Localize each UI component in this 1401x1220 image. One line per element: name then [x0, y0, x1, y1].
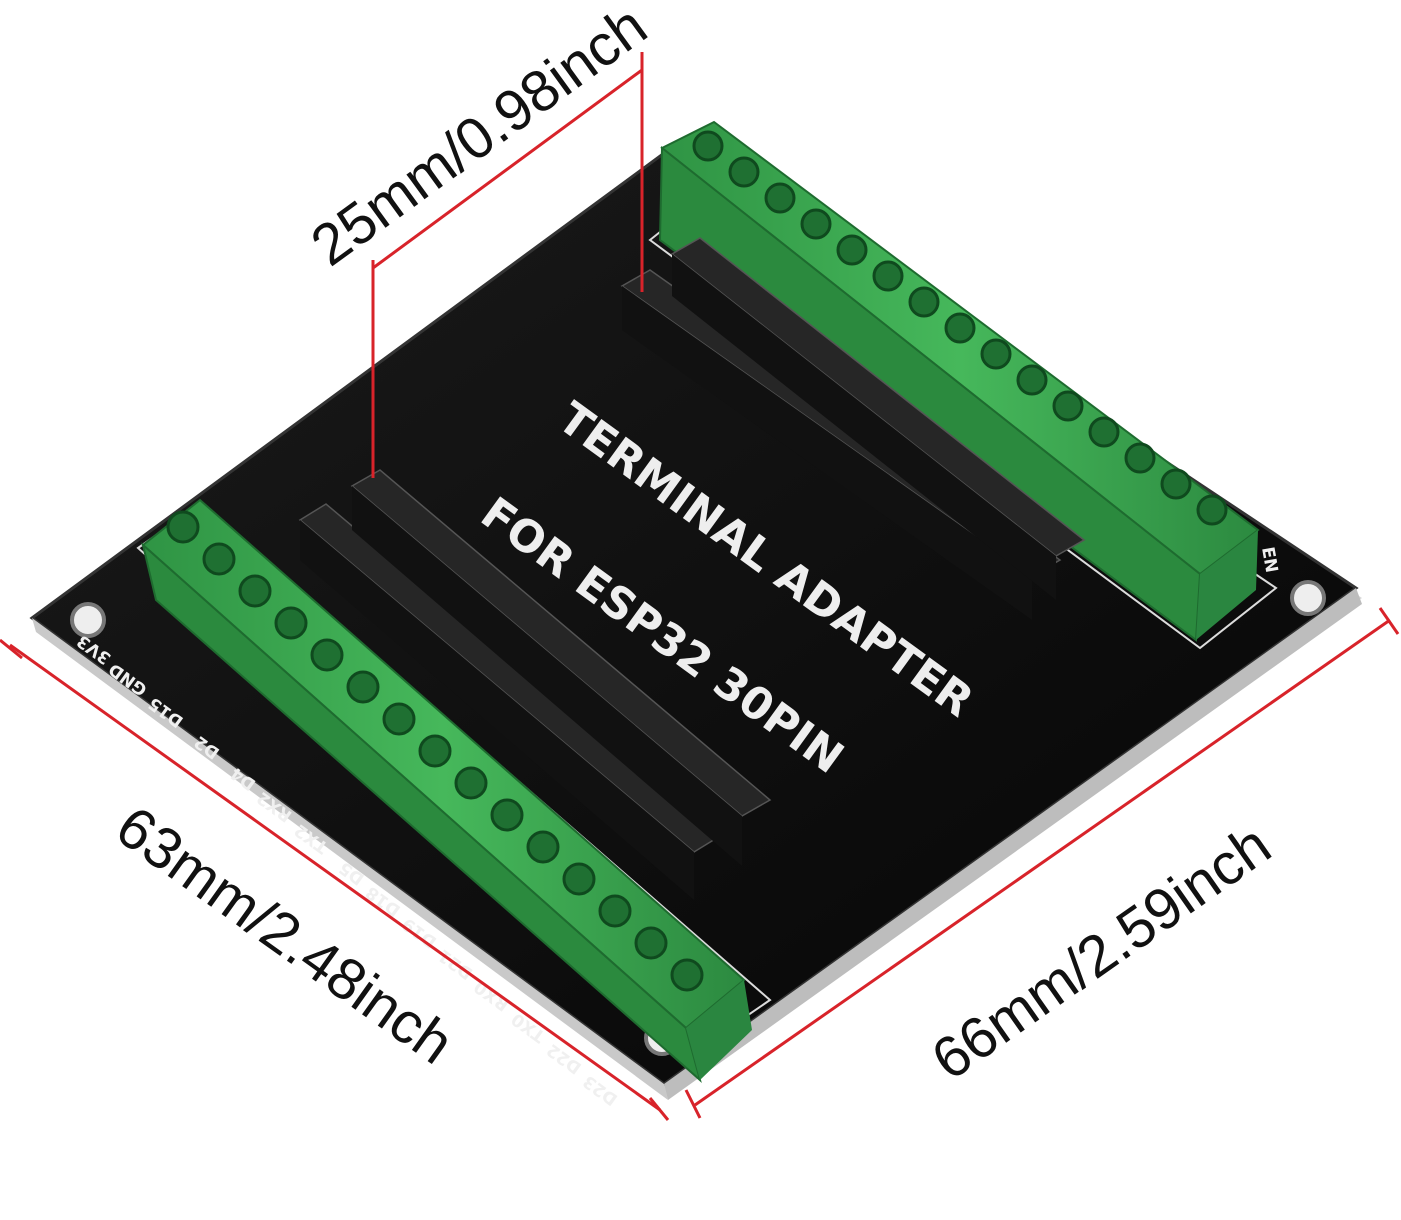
dim-top-line [372, 68, 643, 270]
dim-right-line [694, 618, 1391, 1107]
dim-left-tick-b [648, 1097, 670, 1121]
dim-right-tick-a [684, 1089, 702, 1119]
dim-left-tick-a [0, 638, 23, 660]
mounting-hole [1290, 580, 1326, 616]
pin-label: D22 [543, 1039, 585, 1077]
pin-label: RX0 [470, 976, 513, 1015]
screw-row-left [166, 510, 704, 992]
screw-row-right [692, 130, 1228, 526]
right-pin-headers [620, 237, 1086, 620]
dim-right-tick-b [1378, 607, 1400, 635]
right-terminal-block [658, 120, 1260, 642]
left-terminal-block [141, 498, 752, 1083]
dim-left-line [9, 643, 661, 1112]
left-pin-headers [298, 469, 772, 900]
mounting-hole [70, 602, 106, 638]
dimension-lines [0, 52, 1400, 1121]
edge-label: EN [1257, 545, 1281, 574]
